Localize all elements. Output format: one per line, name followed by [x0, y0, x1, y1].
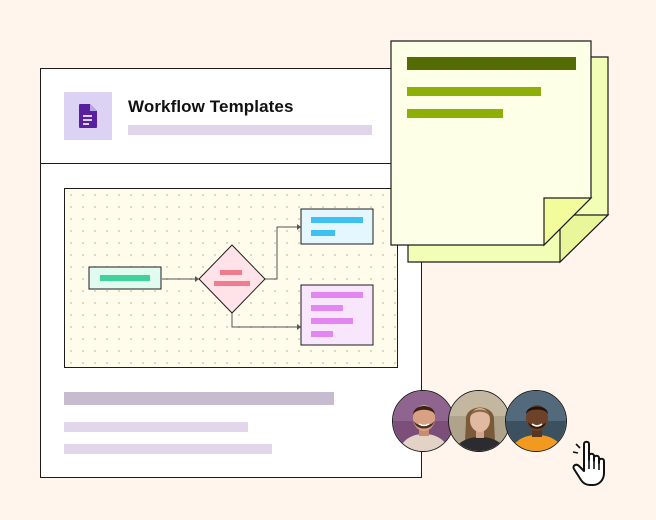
- start-node-label-bar: [100, 275, 150, 281]
- description-line-placeholder: [64, 444, 272, 454]
- document-icon: [79, 104, 97, 128]
- subtitle-placeholder: [128, 125, 372, 135]
- purple-bar-4: [311, 331, 333, 337]
- sticky-line-bar: [407, 109, 503, 118]
- document-icon-tile: [64, 92, 112, 140]
- sticky-heading-bar: [407, 57, 576, 70]
- blue-process-node: [300, 208, 374, 245]
- connector-decision-to-bottom: [231, 313, 297, 328]
- decision-bar-2: [214, 281, 250, 286]
- description-heading-placeholder: [64, 392, 334, 405]
- avatar-man-orange-shirt[interactable]: [505, 390, 567, 452]
- decision-bar-1: [220, 270, 242, 275]
- sticky-note-stack[interactable]: [390, 40, 610, 270]
- workflow-template-card[interactable]: Workflow Templates: [40, 68, 422, 478]
- purple-bar-1: [311, 292, 363, 298]
- blue-bar-1: [311, 217, 363, 223]
- sticky-note-fold: [543, 197, 593, 247]
- connector-decision-to-top: [265, 226, 297, 280]
- avatar-man-beard[interactable]: [392, 390, 454, 452]
- card-title: Workflow Templates: [128, 97, 294, 116]
- workflow-diagram[interactable]: [64, 188, 398, 368]
- blue-bar-2: [311, 230, 335, 236]
- purple-bar-3: [311, 318, 353, 324]
- hand-pointer-icon: [572, 440, 605, 486]
- sticky-line-bar: [407, 87, 541, 96]
- avatar-woman[interactable]: [448, 390, 510, 452]
- description-line-placeholder: [64, 422, 248, 432]
- decision-node: [198, 244, 266, 314]
- purple-bar-2: [311, 305, 343, 311]
- card-header: Workflow Templates: [41, 69, 421, 164]
